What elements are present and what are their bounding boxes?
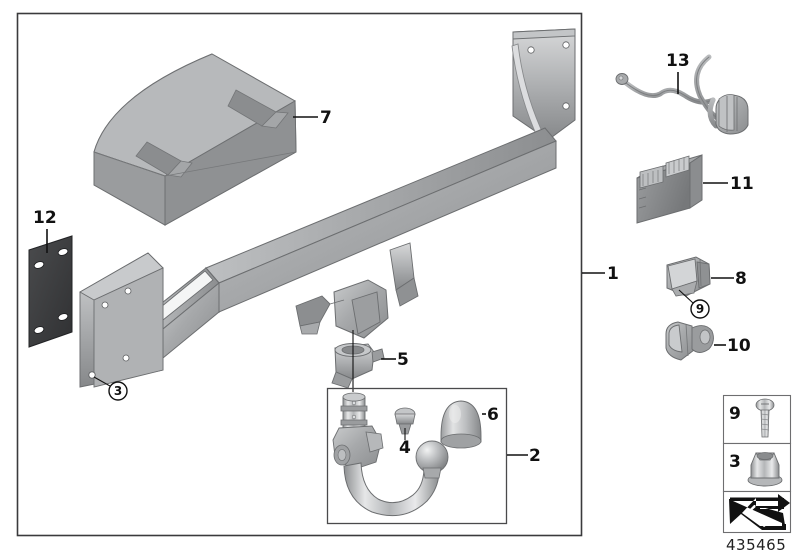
- leader-9-circle: [678, 289, 694, 304]
- callout-label-8: 8: [735, 269, 747, 289]
- part-12-reinforcement-plate: [28, 235, 73, 348]
- flange-nut-icon: [747, 452, 783, 487]
- callout-label-10: 10: [727, 336, 751, 356]
- part-11-control-module: [636, 154, 703, 224]
- callout-label-12: 12: [33, 208, 57, 228]
- callout-circle-label-3: 3: [114, 384, 122, 398]
- main-assembly-frame: [16, 12, 583, 537]
- callout-label-1: 1: [607, 264, 619, 284]
- callout-label-11: 11: [730, 174, 754, 194]
- part-4-plug-screw: [394, 407, 416, 435]
- part-7-foam-insert-block: [93, 53, 297, 226]
- part-8-socket-housing: [666, 256, 711, 297]
- callout-label-7: 7: [320, 108, 332, 128]
- legend-label-9: 9: [729, 404, 741, 424]
- part-6-ball-cover-cap: [440, 400, 482, 449]
- legend-label-3: 3: [729, 452, 741, 472]
- callout-label-13: 13: [666, 51, 690, 71]
- screw-icon: [755, 398, 775, 438]
- callout-circle-label-9: 9: [696, 302, 704, 316]
- detail-box-part-2: [326, 387, 508, 525]
- part-13-wiring-harness-cable: [615, 54, 749, 135]
- callout-label-4: 4: [399, 438, 411, 458]
- callout-label-6: 6: [487, 405, 499, 425]
- callout-circle-3: [108, 381, 128, 401]
- leader-3-circle: [93, 376, 111, 387]
- part-1-hitch-assembly-drawing: [79, 28, 576, 388]
- arrow-symbol-icon: [729, 494, 790, 530]
- callout-circle-9: [690, 299, 710, 319]
- part-5-socket-holder: [331, 343, 385, 389]
- callout-label-5: 5: [397, 350, 409, 370]
- part-number-text: 435465: [726, 536, 786, 554]
- part-10-connector-plug: [665, 321, 714, 361]
- callout-label-2: 2: [529, 446, 541, 466]
- legend-box: 9 3: [722, 394, 792, 534]
- part-2-detachable-tow-bar: [332, 392, 449, 517]
